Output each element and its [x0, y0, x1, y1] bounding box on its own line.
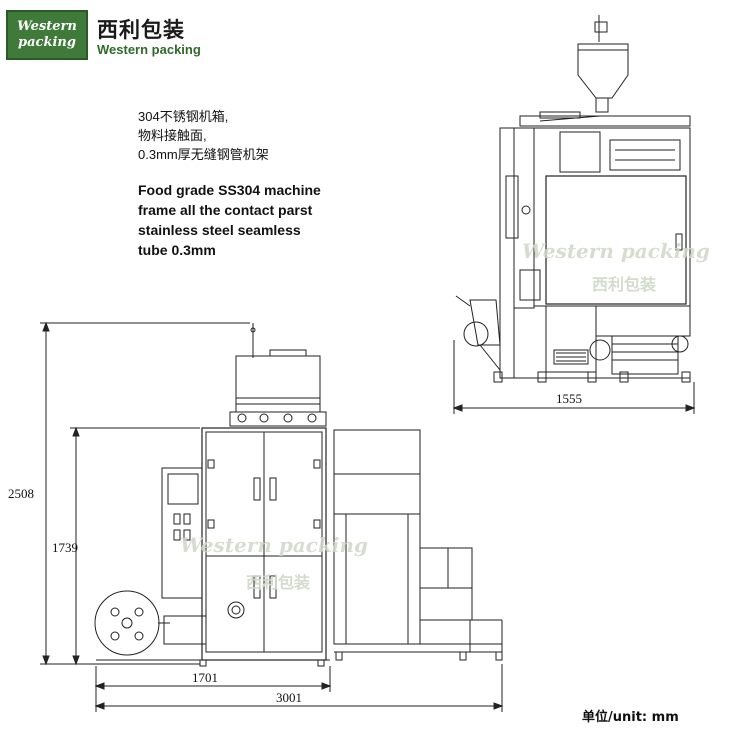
spec-en-line: frame all the contact parst — [138, 202, 313, 218]
spec-cn-line: 物料接触面, — [138, 128, 207, 143]
front-view-machine — [40, 321, 504, 712]
spec-cn-line: 0.3mm厚无缝钢管机架 — [138, 147, 269, 162]
logo-badge-line2: packing — [18, 35, 76, 50]
dim-total-width: 3001 — [276, 690, 302, 705]
spec-en-line: Food grade SS304 machine — [138, 182, 321, 198]
dim-side-width: 1555 — [556, 391, 582, 406]
spec-en-line: tube 0.3mm — [138, 242, 216, 258]
side-view-machine — [452, 15, 696, 414]
watermark-en: Western packing — [180, 533, 368, 557]
watermark-cn: 西利包装 — [246, 573, 310, 592]
spec-en-line: stainless steel seamless — [138, 222, 301, 238]
dim-total-height: 2508 — [8, 486, 34, 501]
unit-label: 单位/unit: mm — [582, 710, 679, 725]
brand-logo-badge: Western packing — [6, 10, 88, 60]
dim-body-width: 1701 — [192, 670, 218, 685]
brand-name-cn: 西利包装 — [97, 18, 185, 42]
spec-cn-line: 304不锈钢机箱, — [138, 109, 229, 124]
watermark-en: Western packing — [522, 239, 710, 263]
brand-name-en: Western packing — [97, 42, 201, 57]
logo-badge-line1: Western — [17, 19, 77, 34]
dim-frame-height: 1739 — [52, 540, 78, 555]
watermark-cn: 西利包装 — [592, 275, 656, 294]
